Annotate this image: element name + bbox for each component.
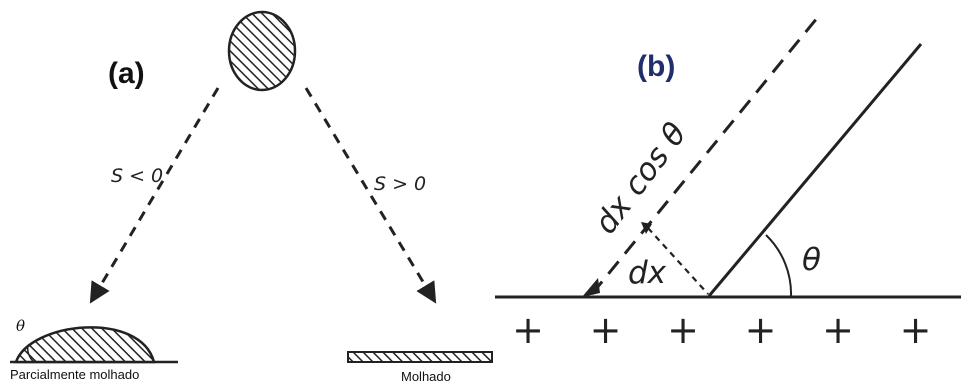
wet-film: [347, 351, 493, 363]
theta-arc: [765, 234, 793, 298]
partial-wet-drop: [14, 326, 156, 364]
dx-cos-theta-label: dx cos θ: [588, 116, 694, 241]
left-theta: θ: [16, 317, 25, 335]
contact-angle-arc: [26, 344, 35, 363]
dx-projection-line: [647, 227, 709, 295]
left-dashed-arrow: [89, 87, 220, 304]
right-condition: S > 0: [374, 173, 426, 195]
dx-label: dx: [628, 255, 667, 291]
droplet: [227, 10, 297, 92]
plus-charge: +: [590, 308, 622, 352]
dx-arrowhead: [641, 222, 652, 234]
panel-a: (a) S < 0 S > 0 θ Parcialmente molhado M…: [10, 10, 493, 383]
plus-charge: +: [745, 308, 777, 352]
dashed-incline-line: [590, 11, 824, 295]
solid-incline-line: [707, 43, 923, 297]
left-condition: S < 0: [111, 165, 163, 187]
right-dashed-arrow: [304, 87, 437, 304]
plus-charge: +: [512, 308, 544, 352]
right-caption: Molhado: [401, 369, 451, 383]
panel-b: (b) dx cos θ dx θ + + + + + +: [495, 11, 961, 352]
charge-row: + + + + + +: [512, 308, 931, 352]
panel-a-label: (a): [108, 57, 145, 90]
plus-charge: +: [900, 308, 932, 352]
dashed-arrowhead: [582, 278, 600, 297]
plus-charge: +: [822, 308, 854, 352]
theta-label: θ: [802, 242, 821, 278]
panel-b-label: (b): [637, 50, 675, 83]
left-caption: Parcialmente molhado: [10, 367, 139, 382]
plus-charge: +: [667, 308, 699, 352]
